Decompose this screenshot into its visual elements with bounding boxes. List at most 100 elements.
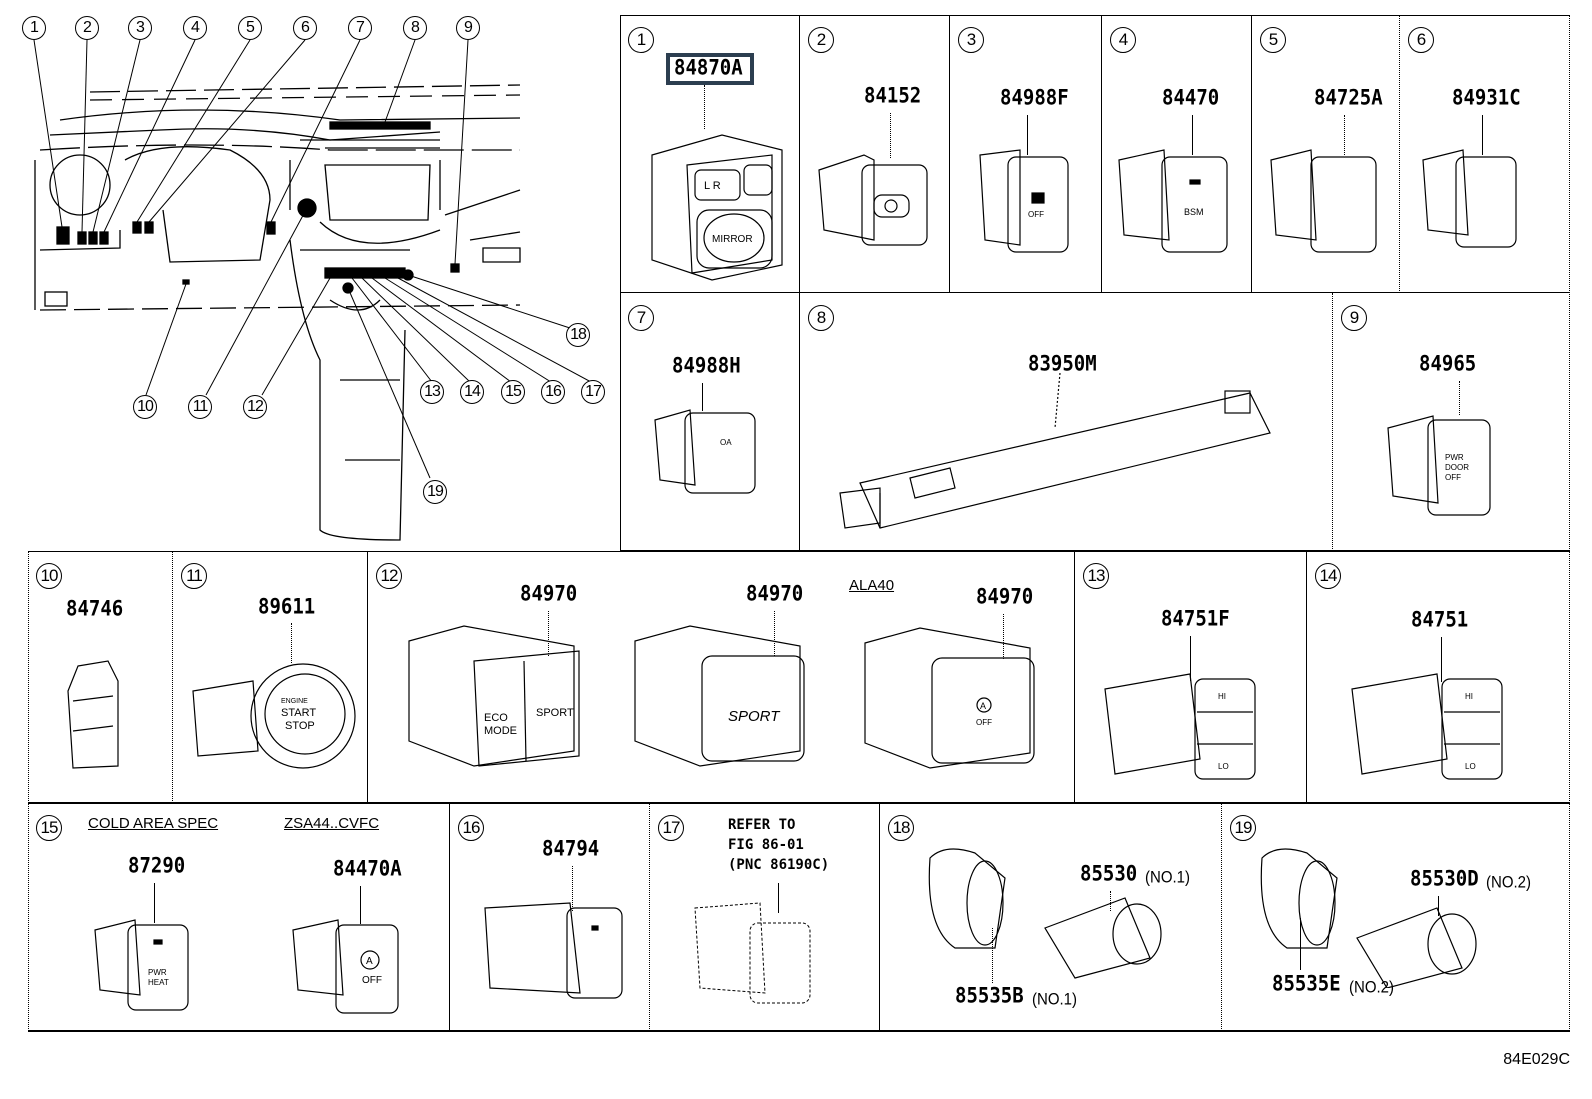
part-number[interactable]: 84988F bbox=[1000, 85, 1069, 111]
callout-1[interactable]: 1 bbox=[22, 16, 46, 40]
svg-text:DOOR: DOOR bbox=[1445, 463, 1469, 472]
callout-18[interactable]: 18 bbox=[566, 323, 590, 347]
index-badge: 16 bbox=[458, 815, 484, 841]
callout-17[interactable]: 17 bbox=[581, 380, 605, 404]
cell-13: 13 84751F HI LO bbox=[1075, 551, 1307, 803]
part-number[interactable]: 84970 bbox=[520, 581, 578, 607]
callout-14[interactable]: 14 bbox=[460, 380, 484, 404]
part-number[interactable]: 85535E bbox=[1272, 971, 1341, 997]
leader-line bbox=[992, 928, 993, 983]
cell-12: 12 ALA40 84970 84970 84970 ECO MODE SPOR… bbox=[368, 551, 1075, 803]
svg-text:LO: LO bbox=[1218, 762, 1229, 771]
leader-line bbox=[1190, 636, 1191, 681]
part-number[interactable]: 84970 bbox=[976, 584, 1034, 610]
cell-14: 14 84751 HI LO bbox=[1307, 551, 1570, 803]
face-label: BSM bbox=[1184, 207, 1204, 217]
callout-10[interactable]: 10 bbox=[133, 395, 157, 419]
part-number[interactable]: 85535B bbox=[955, 983, 1024, 1009]
cell-11: 11 89611 ENGINE START STOP bbox=[173, 551, 368, 803]
callout-12[interactable]: 12 bbox=[243, 395, 267, 419]
variant-note: ALA40 bbox=[849, 577, 895, 594]
grid-mid-border bbox=[28, 551, 1570, 552]
connector-drawing bbox=[67, 660, 119, 769]
part-number[interactable]: 84794 bbox=[542, 836, 600, 862]
leader-line bbox=[548, 611, 549, 656]
power-outlet-drawing bbox=[928, 848, 1162, 979]
grid-left-border-lower bbox=[28, 551, 29, 1031]
part-number[interactable]: 85530 bbox=[1080, 861, 1138, 887]
cell-8: 8 83950M bbox=[800, 293, 1333, 551]
a-off-switch-drawing: A OFF bbox=[292, 919, 399, 1014]
part-number[interactable]: 84870A bbox=[674, 55, 743, 81]
part-number[interactable]: 84152 bbox=[864, 83, 922, 109]
leader-line bbox=[1192, 115, 1193, 155]
index-badge: 5 bbox=[1260, 27, 1286, 53]
part-number[interactable]: 84988H bbox=[672, 353, 741, 379]
highlight-box bbox=[666, 53, 754, 85]
control-panel-drawing bbox=[839, 373, 1271, 529]
leader-line bbox=[1438, 896, 1439, 916]
cell-19: 19 85530D (NO.2) 85535E (NO.2) bbox=[1222, 803, 1570, 1031]
callout-19[interactable]: 19 bbox=[423, 480, 447, 504]
index-badge: 13 bbox=[1083, 563, 1109, 589]
reference-note[interactable]: REFER TO FIG 86-01 (PNC 86190C) bbox=[728, 817, 830, 873]
callout-11[interactable]: 11 bbox=[188, 395, 212, 419]
callout-4[interactable]: 4 bbox=[183, 16, 207, 40]
svg-text:LO: LO bbox=[1465, 762, 1476, 771]
callout-8[interactable]: 8 bbox=[403, 16, 427, 40]
leader-line bbox=[1441, 637, 1442, 682]
leader-line bbox=[1110, 891, 1111, 911]
callout-15[interactable]: 15 bbox=[501, 380, 525, 404]
dashboard-overview-diagram: 1 2 3 4 5 6 7 8 9 10 11 12 13 14 15 16 1… bbox=[0, 0, 612, 550]
svg-text:A: A bbox=[366, 956, 373, 967]
cell-10: 10 84746 bbox=[28, 551, 173, 803]
switch-drawing: OA bbox=[654, 409, 756, 494]
face-label: OFF bbox=[1028, 210, 1044, 219]
part-number[interactable]: 84970 bbox=[746, 581, 804, 607]
a-off-switch-drawing: A OFF bbox=[864, 627, 1035, 769]
part-number[interactable]: 84470A bbox=[333, 856, 402, 882]
part-number[interactable]: 83950M bbox=[1028, 351, 1097, 377]
start-stop-button-drawing: ENGINE START STOP bbox=[192, 663, 356, 769]
seat-heater-switch-drawing: HI LO bbox=[1351, 673, 1503, 780]
part-number[interactable]: 84746 bbox=[66, 596, 124, 622]
part-number[interactable]: 84751 bbox=[1411, 607, 1469, 633]
callout-2[interactable]: 2 bbox=[75, 16, 99, 40]
part-number[interactable]: 84751F bbox=[1161, 606, 1230, 632]
callout-6[interactable]: 6 bbox=[293, 16, 317, 40]
index-badge: 9 bbox=[1341, 305, 1367, 331]
part-number[interactable]: 84931C bbox=[1452, 85, 1521, 111]
callout-16[interactable]: 16 bbox=[541, 380, 565, 404]
part-number[interactable]: 85530D bbox=[1410, 866, 1479, 892]
part-number[interactable]: 84470 bbox=[1162, 85, 1220, 111]
svg-text:STOP: STOP bbox=[285, 720, 315, 732]
svg-text:HI: HI bbox=[1218, 692, 1226, 701]
svg-text:OFF: OFF bbox=[362, 975, 382, 986]
part-suffix: (NO.1) bbox=[1032, 990, 1077, 1009]
index-badge: 17 bbox=[658, 815, 684, 841]
part-number[interactable]: 87290 bbox=[128, 853, 186, 879]
figure-id: 84E029C bbox=[1503, 1051, 1570, 1068]
index-badge: 7 bbox=[628, 305, 654, 331]
grid-top-border bbox=[620, 15, 1570, 16]
cell-5: 5 84725A bbox=[1252, 15, 1400, 293]
part-number[interactable]: 84725A bbox=[1314, 85, 1383, 111]
leader-line bbox=[774, 611, 775, 656]
index-badge: 3 bbox=[958, 27, 984, 53]
svg-text:HEAT: HEAT bbox=[148, 978, 169, 987]
variant-note: COLD AREA SPEC bbox=[88, 815, 219, 832]
seat-heater-switch-drawing: HI LO bbox=[1104, 673, 1256, 780]
eco-sport-switch-drawing: ECO MODE SPORT bbox=[408, 625, 580, 767]
svg-text:HI: HI bbox=[1465, 692, 1473, 701]
part-number[interactable]: 89611 bbox=[258, 594, 316, 620]
leader-line bbox=[1459, 381, 1460, 415]
callout-3[interactable]: 3 bbox=[128, 16, 152, 40]
part-number[interactable]: 84965 bbox=[1419, 351, 1477, 377]
callout-13[interactable]: 13 bbox=[420, 380, 444, 404]
callout-5[interactable]: 5 bbox=[238, 16, 262, 40]
index-badge: 15 bbox=[36, 815, 62, 841]
callout-9[interactable]: 9 bbox=[456, 16, 480, 40]
callout-7[interactable]: 7 bbox=[348, 16, 372, 40]
switch-drawing bbox=[484, 902, 623, 999]
mirror-switch-drawing: MIRROR L R bbox=[651, 134, 783, 281]
